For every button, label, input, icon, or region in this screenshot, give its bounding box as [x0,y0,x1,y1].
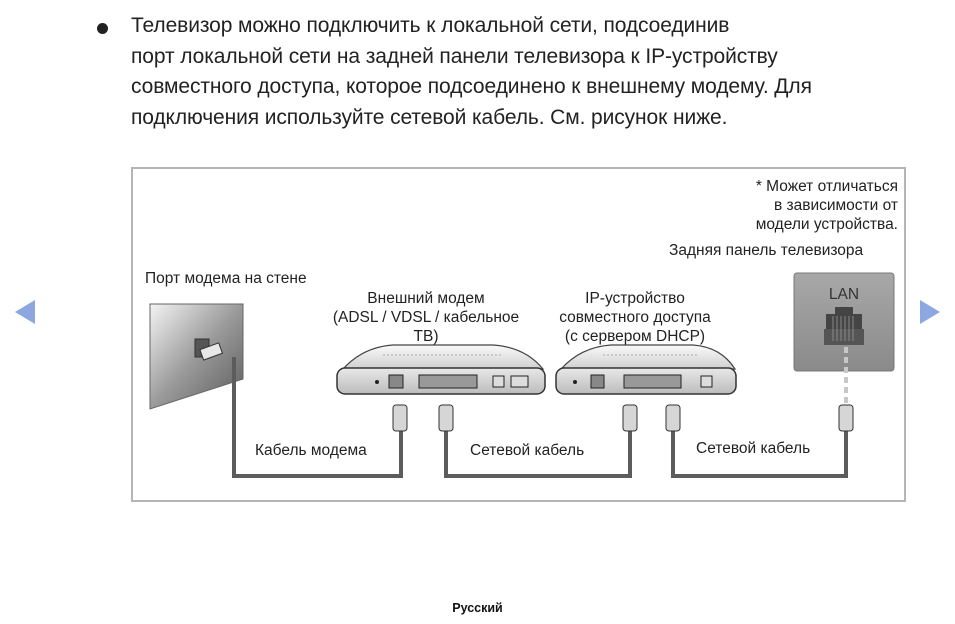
connection-diagram: * Может отличаться в зависимости от моде… [131,167,906,502]
variation-note: * Может отличаться в зависимости от моде… [756,177,898,234]
previous-page-button[interactable] [15,300,35,324]
rj45-plug [622,404,638,432]
note-line: модели устройства. [755,216,898,233]
paragraph-line: подключения используйте сетевой кабель. … [131,105,728,129]
tv-back-panel-illustration [793,272,895,405]
paragraph-line: порт локальной сети на задней панели тел… [131,44,778,68]
cable-lines [232,357,848,478]
rj45-plug [838,404,854,432]
paragraph-line: совместного доступа, которое подсоединен… [131,75,812,98]
bullet-icon [97,23,108,34]
network-cable-label: Сетевой кабель [470,442,585,459]
modem-cable-label: Кабель модема [255,442,367,459]
diagram-graphics [149,272,895,478]
modem-cable [232,357,403,478]
note-line: в зависимости от [773,197,898,214]
paragraph-line: Телевизор можно подключить к локальной с… [131,14,730,37]
router-label-line: совместного доступа [559,309,711,326]
rj45-plug [665,404,681,432]
tv-back-panel-label: Задняя панель телевизора [669,242,864,259]
cable-plugs [392,404,854,432]
network-cable-label: Сетевой кабель [696,440,811,457]
modem-label-line: ТВ) [413,328,439,345]
network-cable-2 [671,431,848,478]
rj45-plug [392,404,408,432]
modem-label: Внешний модем (ADSL / VDSL / кабельное Т… [311,289,541,346]
next-page-button[interactable] [920,300,940,324]
wall-illustration [149,303,244,410]
router-label-line: IP-устройство [585,290,685,307]
wall-port-label: Порт модема на стене [145,270,307,287]
lan-port-label: LAN [828,286,860,303]
footer-language: Русский [452,601,503,615]
rj45-plug [438,404,454,432]
router-label: IP-устройство совместного доступа (с сер… [545,289,725,346]
intro-paragraph: Телевизор можно подключить к локальной с… [131,11,911,133]
note-line: * Может отличаться [755,178,898,195]
modem-label-line: (ADSL / VDSL / кабельное [332,309,520,326]
modem-label-line: Внешний модем [367,290,485,307]
network-cable-1 [444,431,632,478]
external-modem-illustration [336,344,546,395]
router-illustration [555,344,737,395]
router-label-line: (с сервером DHCP) [564,328,706,345]
